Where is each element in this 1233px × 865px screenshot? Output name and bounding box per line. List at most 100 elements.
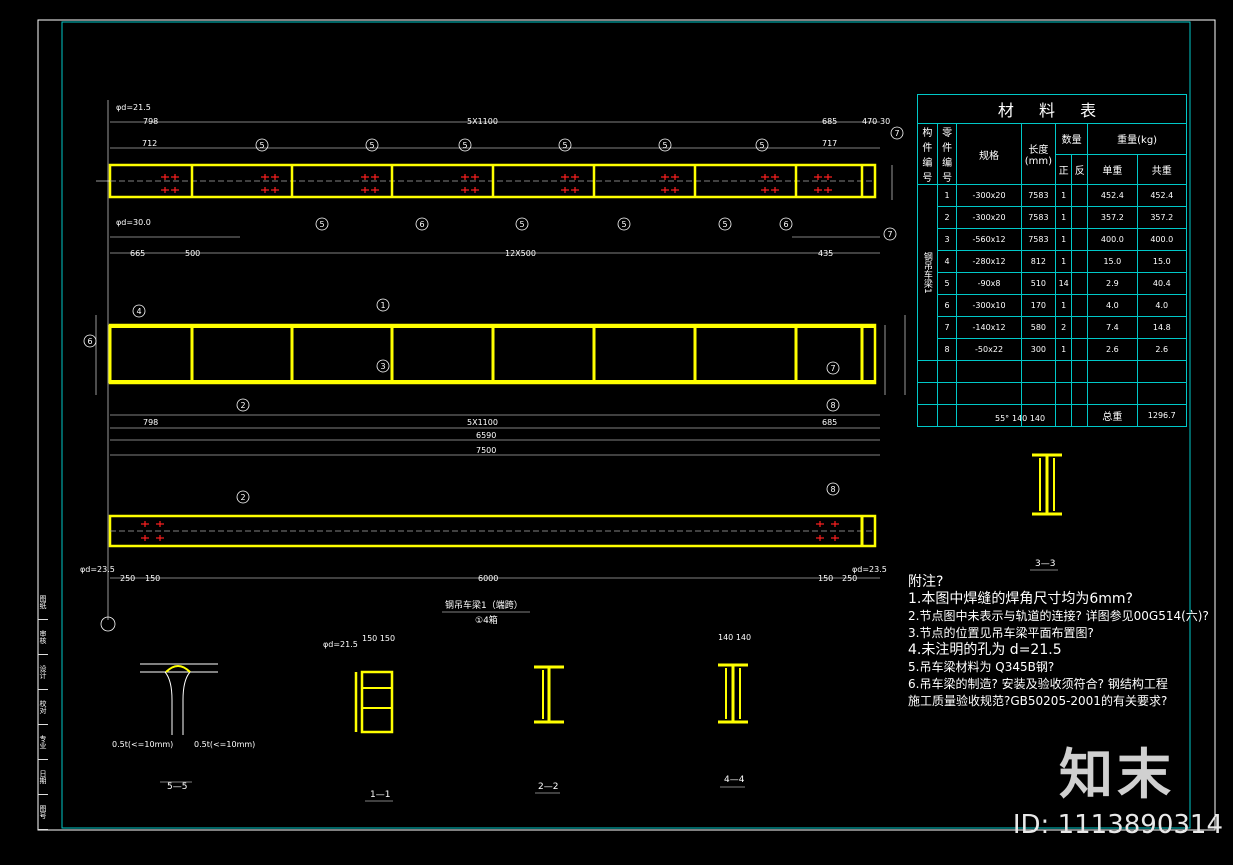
cell-part-no: 7: [936, 316, 958, 339]
cell-spec: -90x8: [956, 272, 1022, 295]
cell-length: 7583: [1020, 228, 1057, 251]
strip-cell-0: 图纸: [38, 585, 48, 620]
cell-total-weight: 400.0: [1136, 228, 1188, 251]
bolt-mark: [761, 174, 769, 180]
cell-part-no: 1: [936, 184, 958, 207]
cell-spec: -560x12: [956, 228, 1022, 251]
svg-text:5: 5: [562, 141, 567, 150]
svg-text:5: 5: [722, 220, 727, 229]
section-underlines: [365, 569, 1058, 802]
svg-text:2: 2: [240, 493, 245, 502]
cell-unit-weight: 7.4: [1087, 316, 1138, 339]
bolt-mark: [771, 187, 779, 193]
dim-d215: φd=21.5: [116, 103, 151, 112]
bolt-mark: [141, 521, 149, 527]
part-callout: 5: [365, 138, 379, 152]
part-callout: 6: [83, 334, 97, 348]
bolt-mark: [824, 187, 832, 193]
cell-qty-neg: [1071, 294, 1089, 317]
dim-250-right: 250: [842, 574, 858, 583]
dim-798-top: 798: [143, 117, 159, 126]
bolt-mark: [661, 174, 669, 180]
cell-total-weight: 4.0: [1136, 294, 1188, 317]
bolt-mark: [471, 174, 479, 180]
cell-qty: 1: [1055, 294, 1073, 317]
dim-150-right: 150: [818, 574, 834, 583]
bolt-mark: [171, 187, 179, 193]
dim-665: 665: [130, 249, 146, 258]
hdr-qty: 数量: [1055, 123, 1089, 155]
svg-text:5: 5: [369, 141, 374, 150]
bolt-mark: [816, 521, 824, 527]
part-callout: 8: [826, 482, 840, 496]
svg-text:2: 2: [240, 401, 245, 410]
section-2-2-label: 2—2: [538, 782, 559, 792]
cell-total-weight: 2.6: [1136, 338, 1188, 361]
svg-text:5: 5: [662, 141, 667, 150]
cell-spec: -300x20: [956, 206, 1022, 229]
cell-part-no: 6: [936, 294, 958, 317]
part-callout: 7: [826, 361, 840, 375]
hdr-spec: 规格: [956, 123, 1022, 185]
part-callout: 6: [779, 217, 793, 231]
bolt-mark: [371, 174, 379, 180]
note-6: 6.吊车梁的制造? 安装及验收须符合? 钢结构工程: [908, 677, 1168, 691]
cell-qty: 1: [1055, 206, 1073, 229]
beam-scale: ①4箱: [475, 616, 498, 626]
total-weight-value: 1296.7: [1136, 404, 1188, 427]
cell-total-weight: 452.4: [1136, 184, 1188, 207]
dim-500: 500: [185, 249, 201, 258]
svg-text:5: 5: [319, 220, 324, 229]
dim-470: 470: [862, 117, 878, 126]
bolt-mark: [461, 187, 469, 193]
cell-qty-neg: [1071, 250, 1089, 273]
dim-6000: 6000: [478, 574, 499, 583]
hdr-total-weight: 共重: [1136, 153, 1188, 185]
cell-length: 812: [1020, 250, 1057, 273]
bolt-mark: [371, 187, 379, 193]
section-5-5: [140, 663, 218, 783]
cell-spec: -300x10: [956, 294, 1022, 317]
sheet-border: [37, 19, 1216, 831]
dim-d235: φd=23.5: [80, 565, 115, 574]
section-4-4: [718, 663, 748, 724]
cell-length: 7583: [1020, 206, 1057, 229]
part-callout: 4: [132, 304, 146, 318]
cell-part-no: 8: [936, 338, 958, 361]
part-callout: 5: [515, 217, 529, 231]
bolt-mark: [161, 174, 169, 180]
part-callout: 5: [315, 217, 329, 231]
cell-length: 510: [1020, 272, 1057, 295]
svg-text:6: 6: [783, 220, 788, 229]
svg-text:5: 5: [621, 220, 626, 229]
bolt-mark: [561, 174, 569, 180]
cell-length: 300: [1020, 338, 1057, 361]
bolt-mark: [461, 174, 469, 180]
cell-length: 7583: [1020, 184, 1057, 207]
part-callout: 7: [883, 227, 897, 241]
svg-text:1: 1: [380, 301, 385, 310]
hdr-qty-pos: 正: [1055, 153, 1073, 185]
cell-qty-neg: [1071, 316, 1089, 339]
bolt-mark: [814, 187, 822, 193]
notes-title: 附注?: [908, 574, 944, 590]
svg-text:6: 6: [87, 337, 92, 346]
cell-spec: -280x12: [956, 250, 1022, 273]
dim-d300: φd=30.0: [116, 218, 151, 227]
cell-qty: 1: [1055, 250, 1073, 273]
dim-685-mid: 685: [822, 418, 838, 427]
cell-qty-neg: [1071, 228, 1089, 251]
dim-12x500: 12X500: [505, 249, 536, 258]
dim-7500: 7500: [476, 446, 497, 455]
cell-unit-weight: 400.0: [1087, 228, 1138, 251]
dim-140-140-s44: 140 140: [718, 633, 752, 642]
dim-d215-s11: φd=21.5: [323, 640, 358, 649]
part-callout: 5: [658, 138, 672, 152]
cell-unit-weight: 4.0: [1087, 294, 1138, 317]
part-callout: 2: [236, 398, 250, 412]
